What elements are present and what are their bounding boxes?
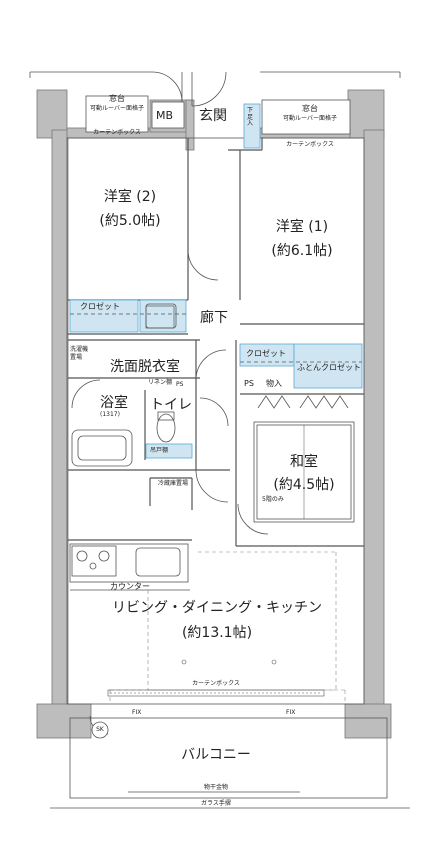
tatami: [253, 421, 355, 523]
shoe-storage-area: [243, 103, 261, 149]
drying-hardware-label: 物干金物: [203, 784, 229, 791]
ldk-name: リビング・ダイニング・キッチン: [112, 600, 322, 616]
closet-west-inner: [139, 299, 187, 333]
window-sills: [85, 95, 351, 135]
balcony-label: バルコニー: [181, 747, 251, 763]
western1-size: (約6.1帖): [271, 243, 333, 259]
entrance-label: 玄関: [199, 108, 227, 124]
linen-label: リネン棚: [148, 379, 173, 386]
mb-box: [151, 101, 185, 129]
sink: [135, 547, 181, 577]
bath-size-label: (1317): [100, 411, 120, 418]
storage-label: 物入: [266, 379, 282, 388]
bathtub: [71, 429, 133, 467]
sk-circle: [91, 721, 109, 739]
closet-west-area: [69, 299, 139, 333]
western2-size: (約5.0帖): [99, 213, 161, 229]
frame-lines: [29, 71, 410, 809]
wall-bottom-right: [344, 703, 392, 739]
louver-label-left: 可動ルーバー面格子: [90, 105, 144, 112]
hanging-shelf-area: [145, 443, 193, 459]
window-label-left: 窓台: [109, 94, 125, 103]
closet-west-label: クロゼット: [80, 302, 120, 311]
fix-label-right: FIX: [286, 709, 296, 716]
washroom-label: 洗面脱衣室: [110, 359, 180, 375]
shoe-storage-label: 下足入: [247, 107, 254, 128]
ps-east-label: PS: [244, 379, 254, 388]
washer-area-label: 洗濯機置場: [70, 346, 89, 361]
wall-right: [363, 129, 385, 715]
ceiling-lights: [181, 659, 277, 665]
fridge-area-label: 冷蔵庫置場: [157, 480, 188, 487]
interior-walls: [68, 138, 364, 547]
stove: [71, 545, 117, 577]
japanese-name: 和室: [290, 454, 318, 470]
futon-closet-label: ふとんクロゼット: [297, 363, 361, 372]
japanese-size: (約4.5帖): [273, 477, 335, 493]
exterior-walls: [36, 89, 392, 739]
toilet-bowl: [156, 413, 176, 443]
louver-label-right: 可動ルーバー面格子: [283, 115, 337, 122]
kitchen-counter-box: [69, 543, 189, 583]
western2-name: 洋室 (2): [103, 189, 157, 205]
curtain-box-label-right: カーテンボックス: [286, 141, 334, 148]
wall-entrance-left: [185, 99, 195, 151]
corridor-label: 廊下: [200, 310, 228, 326]
window-sill-left: [85, 95, 149, 133]
ps-wash-label: PS: [176, 381, 184, 388]
wall-bottom-left: [36, 703, 92, 739]
wall-left: [51, 129, 69, 715]
toilet-label: トイレ: [150, 397, 192, 413]
folding-doors: [257, 395, 349, 409]
ldk-size: (約13.1帖): [181, 625, 253, 641]
curtain-box-label-left: カーテンボックス: [93, 129, 141, 136]
bath-label: 浴室: [100, 395, 128, 411]
counter-label: カウンター: [110, 582, 150, 591]
window-label-right: 窓台: [302, 104, 318, 113]
curtain-box-label-bottom: カーテンボックス: [192, 680, 240, 687]
washbasin: [145, 303, 177, 329]
window-sill-right: [261, 99, 351, 135]
door-swings: [71, 71, 269, 735]
western1-name: 洋室 (1): [275, 219, 329, 235]
fifth-floor-only-label: 5階のみ: [262, 496, 284, 503]
closets: [69, 103, 363, 459]
mb-label: MB: [156, 109, 174, 122]
glass-railing-label: ガラス手摺: [201, 800, 231, 807]
hanging-shelf-label: 吊戸棚: [150, 447, 169, 454]
bath-fixtures: [71, 303, 177, 467]
curtain-box-bottom: [107, 689, 325, 697]
futon-closet-area: [293, 343, 363, 389]
sk-label: SK: [96, 726, 104, 733]
fix-label-left: FIX: [132, 709, 142, 716]
kitchen-fixtures: [69, 543, 190, 591]
closet-east-label: クロゼット: [246, 349, 286, 358]
